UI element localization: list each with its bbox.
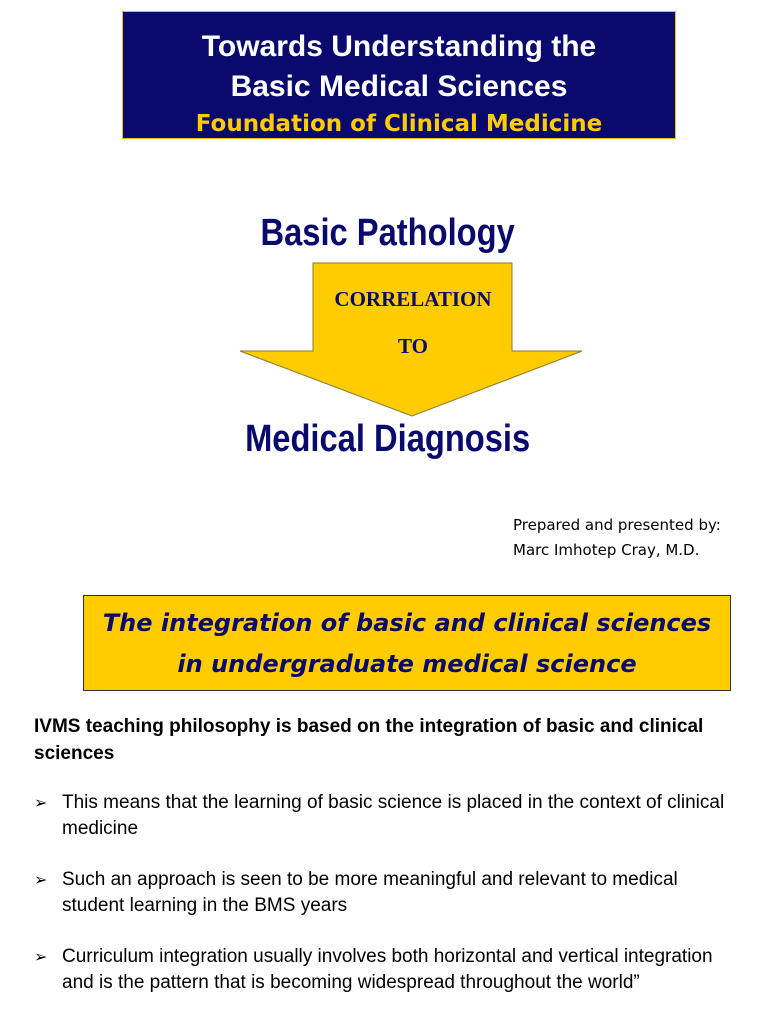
integration-line-1: The integration of basic and clinical sc…	[102, 609, 712, 637]
title-line-1: Towards Understanding the	[201, 30, 597, 63]
bullet-item: ➢ Curriculum integration usually involve…	[34, 944, 734, 996]
bullet-text: Such an approach is seen to be more mean…	[62, 869, 678, 916]
bullet-list: ➢ This means that the learning of basic …	[34, 790, 734, 1021]
bullet-text: Curriculum integration usually involves …	[62, 946, 713, 993]
title-line-2: Basic Medical Sciences	[230, 70, 568, 103]
integration-line-2: in undergraduate medical science	[177, 650, 637, 678]
arrow-bullet-icon: ➢	[34, 793, 48, 812]
arrow-label-correlation: CORRELATION	[334, 287, 492, 311]
philosophy-statement: IVMS teaching philosophy is based on the…	[34, 716, 704, 764]
integration-banner: The integration of basic and clinical sc…	[83, 595, 731, 691]
bullet-item: ➢ Such an approach is seen to be more me…	[34, 867, 734, 919]
title-subtitle: Foundation of Clinical Medicine	[195, 111, 603, 137]
medical-diagnosis-heading: Medical Diagnosis	[245, 418, 531, 460]
title-banner: Towards Understanding the Basic Medical …	[122, 11, 676, 139]
arrow-bullet-icon: ➢	[34, 947, 48, 966]
down-arrow-shape	[239, 262, 583, 417]
arrow-label-to: TO	[398, 334, 428, 358]
credit-line-1: Prepared and presented by:	[513, 516, 721, 534]
author-credit: Prepared and presented by: Marc Imhotep …	[513, 513, 721, 563]
bullet-item: ➢ This means that the learning of basic …	[34, 790, 734, 842]
credit-line-2: Marc Imhotep Cray, M.D.	[513, 541, 700, 559]
bullet-text: This means that the learning of basic sc…	[62, 792, 725, 839]
arrow-bullet-icon: ➢	[34, 870, 48, 889]
basic-pathology-heading: Basic Pathology	[260, 212, 515, 254]
